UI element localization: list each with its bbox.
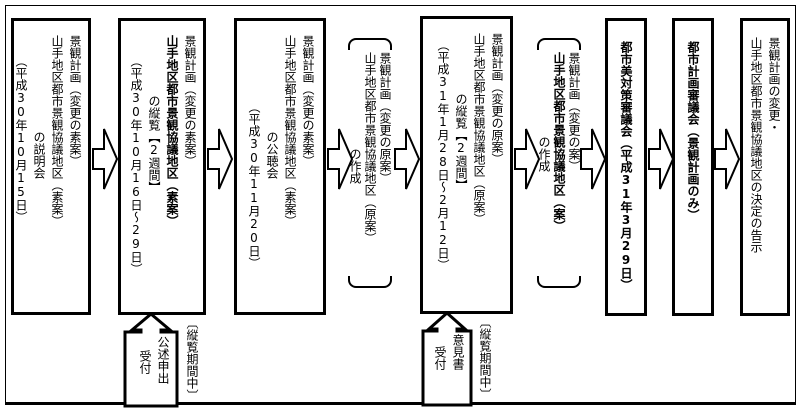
step-2-line-1: 景観計画（変更の素案）	[183, 35, 197, 167]
step-1-box: 景観計画（変更の素案） 山手地区都市景観協議地区（素案） の説明会 （平成30年…	[11, 18, 91, 315]
step-9-line-2: 山手地区都市景観協議地区の決定の告示	[749, 37, 763, 253]
step-2-box: 景観計画（変更の素案） 山手地区都市景観協議地区（素案） の縦覧【2週間】 （平…	[118, 18, 206, 315]
right-arrow-icon	[327, 128, 353, 190]
step-5-line-1: 景観計画（変更の原案）	[490, 33, 504, 165]
step-2-line-4: （平成30年10月16日～29日）	[129, 55, 143, 275]
step-2-line-2: 山手地区都市景観協議地区（素案）	[165, 35, 179, 227]
right-arrow-icon	[514, 128, 540, 190]
step-3-line-2: 山手地区都市景観協議地区（素案）	[283, 35, 297, 227]
up-arrow-icon	[421, 311, 473, 407]
step-5-box: 景観計画（変更の原案） 山手地区都市景観協議地区（原案） の縦覧【2週間】 （平…	[420, 16, 513, 314]
step-1-line-4: （平成30年10月15日）	[14, 55, 28, 223]
step-5-period-note: 〔縦覧期間中〕	[478, 316, 492, 400]
step-5-input-label-2: 受付	[433, 346, 447, 370]
step-5-line-3: の縦覧【2週間】	[454, 33, 468, 191]
step-1-line-3: の説明会	[32, 35, 46, 179]
step-8-line-1: 都市計画審議会（景観計画のみ）	[686, 41, 700, 221]
up-arrow-icon	[123, 312, 179, 408]
step-9-line-1: 景観計画の変更・	[767, 37, 781, 133]
step-1-line-2: 山手地区都市景観協議地区（素案）	[50, 35, 64, 227]
step-2-period-note: 〔縦覧期間中〕	[185, 317, 199, 401]
step-6-line-1: 景観計画（変更の案）	[567, 52, 581, 172]
step-3-line-3: の公聴会	[265, 35, 279, 179]
step-5-input-label-1: 意見書	[451, 334, 465, 370]
step-5-input: 意見書 受付	[429, 334, 465, 370]
step-3-line-4: （平成30年11月20日）	[247, 101, 261, 269]
right-arrow-icon	[92, 128, 118, 190]
right-arrow-icon	[394, 128, 420, 190]
step-6-line-2: 山手地区都市景観協議地区（案）	[552, 52, 566, 232]
step-2-input: 公述申出 受付	[132, 336, 170, 384]
step-6-bracket: 景観計画（変更の案） 山手地区都市景観協議地区（案） の作成	[537, 38, 581, 288]
step-2-line-3: の縦覧【2週間】	[147, 35, 161, 193]
step-3-box: 景観計画（変更の素案） 山手地区都市景観協議地区（素案） の公聴会 （平成30年…	[234, 18, 326, 315]
step-5-line-2: 山手地区都市景観協議地区（原案）	[472, 33, 486, 225]
right-arrow-icon	[207, 128, 233, 190]
step-7-line-1: 都市美対策審議会（平成31年3月29日）	[619, 41, 633, 291]
step-2-input-label-1: 公述申出	[156, 336, 170, 384]
right-arrow-icon	[648, 128, 674, 190]
step-4-line-1: 景観計画（変更の原案）	[378, 52, 392, 184]
step-4-line-2: 山手地区都市景観協議地区（原案）	[363, 52, 377, 244]
step-8-box: 都市計画審議会（景観計画のみ）	[672, 18, 714, 316]
step-5-line-4: （平成31年1月28日～2月12日）	[436, 39, 450, 271]
step-9-box: 景観計画の変更・ 山手地区都市景観協議地区の決定の告示	[740, 18, 790, 316]
right-arrow-icon	[580, 128, 606, 190]
step-3-line-1: 景観計画（変更の素案）	[301, 35, 315, 167]
step-7-box: 都市美対策審議会（平成31年3月29日）	[605, 18, 647, 316]
step-6-line-3: の作成	[537, 52, 551, 172]
frame-bottom-border	[5, 402, 796, 405]
step-1-line-1: 景観計画（変更の素案）	[68, 35, 82, 167]
step-4-line-3: の作成	[348, 52, 362, 184]
step-4-bracket: 景観計画（変更の原案） 山手地区都市景観協議地区（原案） の作成	[348, 38, 392, 288]
right-arrow-icon	[714, 128, 740, 190]
step-2-input-label-2: 受付	[138, 350, 152, 374]
